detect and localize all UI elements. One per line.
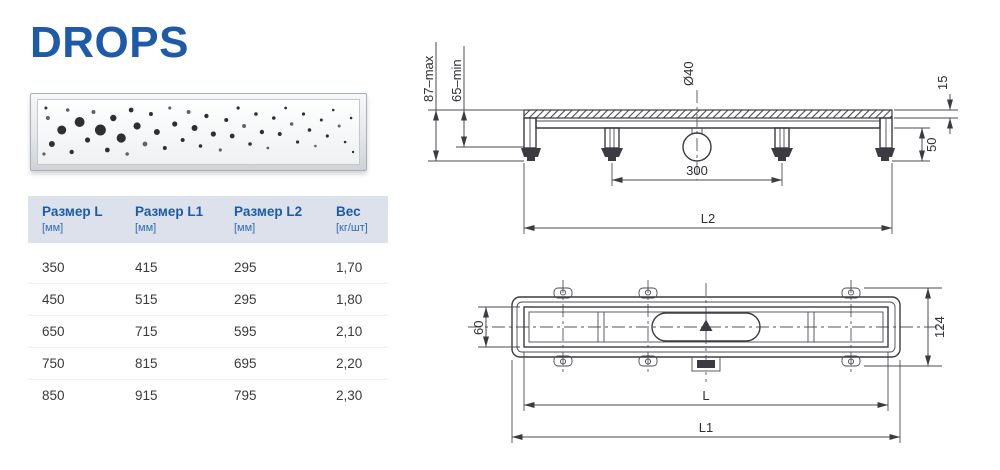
dim-foot-height-label: 50 [924, 138, 939, 152]
cell-weight: 2,10 [322, 315, 388, 348]
col-label: Размер L2 [234, 204, 303, 219]
cell-l1: 415 [121, 243, 220, 284]
logo-triangle [699, 319, 713, 331]
dim-outlet-diameter-label: Ø40 [681, 61, 696, 86]
cell-l: 650 [28, 315, 121, 348]
outlet-pipe-circle [682, 132, 712, 162]
table-row: 850 915 795 2,30 [28, 380, 388, 412]
dim-l1-label: L1 [699, 420, 713, 435]
cell-l1: 915 [135, 388, 158, 403]
dim-87-max-label: 87–max [421, 55, 436, 102]
cell-l1: 515 [121, 283, 220, 316]
top-view-drawing: 60 124 L L1 [468, 280, 948, 443]
support-foot [601, 127, 623, 161]
dim-124-label: 124 [932, 316, 947, 338]
col-header-size-l1: Размер L1 [мм] [121, 196, 220, 243]
cell-l2: 295 [220, 283, 322, 316]
col-label: Размер L [42, 204, 103, 219]
center-slot [651, 312, 761, 342]
dim-300-label: 300 [686, 163, 708, 178]
col-header-size-l2: Размер L2 [мм] [220, 196, 322, 243]
cell-l: 450 [28, 283, 121, 316]
support-foot [771, 127, 793, 161]
outlet-box [691, 356, 721, 372]
cell-l2: 595 [220, 315, 322, 348]
channel-outline [523, 306, 889, 348]
col-label: Вес [336, 204, 361, 219]
mounting-tab [553, 287, 861, 299]
col-unit: [мм] [135, 222, 157, 234]
table-row: 450 515 295 1,80 [28, 283, 388, 316]
col-label: Размер L1 [135, 204, 204, 219]
channel-body [535, 117, 881, 129]
col-header-size-l: Размер L [мм] [28, 196, 121, 243]
cell-l2: 295 [220, 243, 322, 284]
cell-l2: 795 [234, 388, 257, 403]
product-photo-drops-grate [30, 93, 367, 171]
product-title: DROPS [30, 18, 189, 67]
grate-section [523, 109, 893, 119]
col-header-weight: Вес [кг/шт] [322, 196, 388, 243]
dim-65-min-label: 65–min [449, 59, 464, 102]
cell-l1: 815 [121, 347, 220, 380]
cell-l1: 715 [121, 315, 220, 348]
table-row: 650 715 595 2,10 [28, 315, 388, 348]
cell-l: 750 [28, 347, 121, 380]
table-row: 350 415 295 1,70 [28, 243, 388, 284]
cell-l2: 695 [220, 347, 322, 380]
cell-l: 850 [42, 388, 65, 403]
table-row: 750 815 695 2,20 [28, 347, 388, 380]
dim-l2-label: L2 [701, 211, 715, 226]
grate-surface [37, 99, 360, 165]
drops-pattern [42, 106, 355, 156]
cell-l: 350 [28, 243, 121, 284]
dim-60-label: 60 [471, 321, 486, 335]
dim-l-label: L [702, 388, 709, 403]
dimensions-table: Размер L [мм] Размер L1 [мм] Размер L2 [… [28, 196, 388, 411]
cell-weight: 1,70 [322, 243, 388, 284]
col-unit: [мм] [42, 222, 64, 234]
cell-weight: 2,30 [336, 388, 363, 403]
dim-grate-height-label: 15 [935, 76, 950, 90]
table-header-row: Размер L [мм] Размер L1 [мм] Размер L2 [… [28, 196, 388, 243]
col-unit: [кг/шт] [336, 222, 368, 234]
side-view-drawing: 87–max 65–min Ø40 15 50 300 L2 [421, 42, 958, 234]
mounting-tab [553, 355, 861, 367]
cell-weight: 1,80 [322, 283, 388, 316]
cell-weight: 2,20 [322, 347, 388, 380]
col-unit: [мм] [234, 222, 256, 234]
